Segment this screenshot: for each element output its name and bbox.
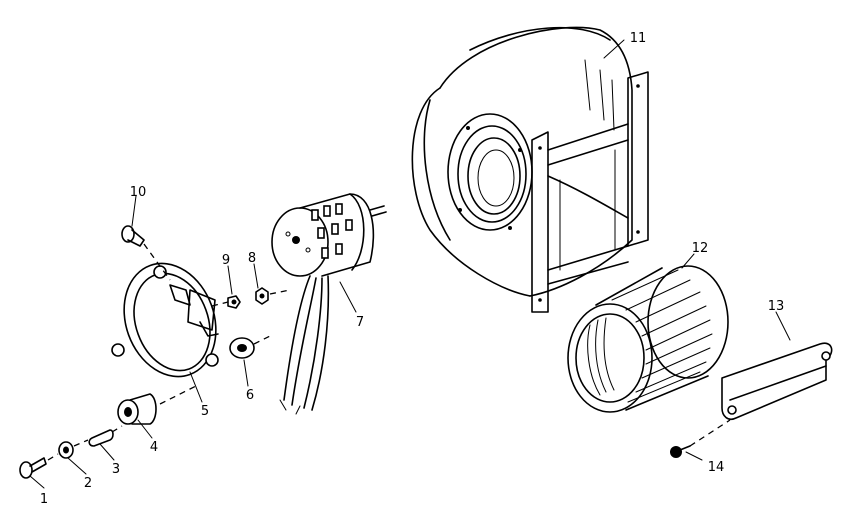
callout-1: 1 bbox=[40, 492, 48, 507]
part-pin bbox=[88, 425, 123, 447]
part-motor bbox=[271, 193, 387, 415]
part-blower-housing bbox=[411, 26, 649, 313]
part-bolt bbox=[121, 225, 171, 281]
part-cutoff-plate bbox=[721, 342, 833, 421]
part-screw bbox=[670, 419, 731, 458]
callouts: 1 2 3 4 5 6 7 8 9 10 11 12 13 14 bbox=[40, 31, 784, 507]
part-washer bbox=[58, 439, 89, 459]
leader-lines bbox=[29, 39, 791, 489]
part-grommet bbox=[229, 335, 271, 359]
assembly-line-nuts bbox=[211, 301, 229, 307]
part-motor-mount bbox=[111, 262, 219, 378]
callout-14: 14 bbox=[708, 460, 725, 475]
callout-10: 10 bbox=[130, 185, 147, 200]
callout-5: 5 bbox=[201, 404, 209, 419]
callout-8: 8 bbox=[248, 251, 256, 266]
part-nut-9 bbox=[227, 295, 241, 309]
part-nut-8 bbox=[255, 287, 269, 305]
callout-12: 12 bbox=[692, 241, 709, 256]
callout-11: 11 bbox=[630, 31, 647, 46]
callout-4: 4 bbox=[150, 440, 158, 455]
assembly-line-motor bbox=[269, 289, 291, 295]
part-blower-wheel bbox=[567, 265, 729, 413]
callout-13: 13 bbox=[768, 299, 785, 314]
callout-3: 3 bbox=[112, 462, 120, 477]
callout-2: 2 bbox=[84, 476, 92, 491]
callout-9: 9 bbox=[222, 253, 230, 268]
part-screw-1 bbox=[19, 453, 59, 479]
part-hub bbox=[117, 385, 197, 425]
callout-7: 7 bbox=[356, 315, 364, 330]
callout-6: 6 bbox=[246, 388, 254, 403]
